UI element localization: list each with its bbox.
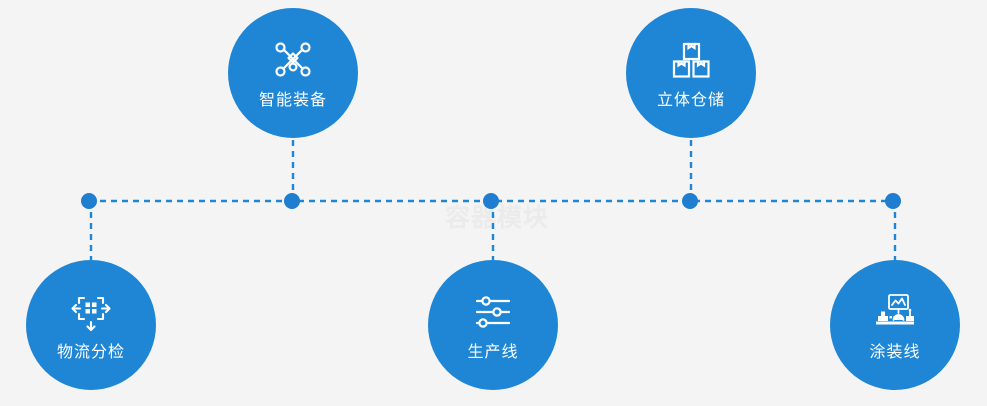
node-production[interactable]: 生产线 <box>428 260 558 390</box>
junction-dot <box>483 193 499 209</box>
node-label-sorting: 物流分检 <box>56 344 125 361</box>
watermark-text: 容器模块 <box>444 204 549 232</box>
junction-dot <box>284 193 300 209</box>
junction-dot <box>885 193 901 209</box>
stacked-boxes-icon <box>668 37 714 83</box>
node-painting[interactable]: 涂装线 <box>830 260 960 390</box>
junction-dot <box>81 193 97 209</box>
sorting-arrows-icon <box>68 289 114 335</box>
factory-monitor-icon <box>872 289 918 335</box>
node-equipment[interactable]: 智能装备 <box>228 8 358 138</box>
node-label-production: 生产线 <box>467 344 519 361</box>
node-sorting[interactable]: 物流分检 <box>26 260 156 390</box>
junction-dot <box>682 193 698 209</box>
node-label-warehouse: 立体仓储 <box>656 92 725 109</box>
node-warehouse[interactable]: 立体仓储 <box>626 8 756 138</box>
node-label-painting: 涂装线 <box>869 344 921 361</box>
network-nodes-icon <box>270 37 316 83</box>
sliders-icon <box>470 289 516 335</box>
node-label-equipment: 智能装备 <box>258 92 327 109</box>
